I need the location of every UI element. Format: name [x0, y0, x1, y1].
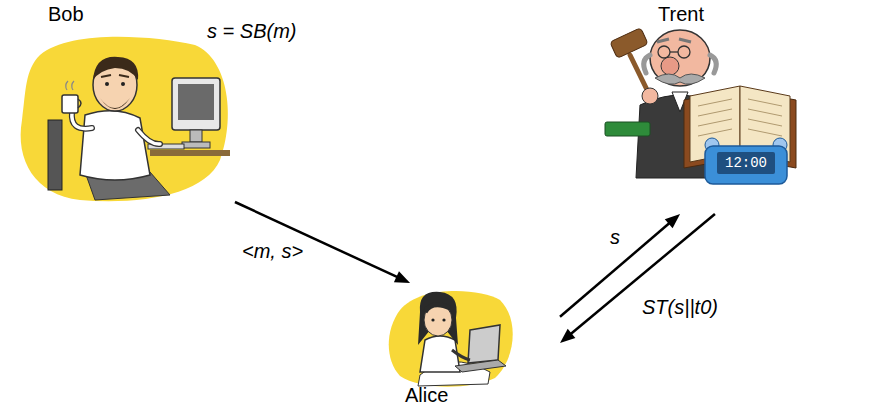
- character-name: Alice: [405, 384, 448, 406]
- character-node: Trent: [595, 2, 800, 214]
- arrow-line: [235, 202, 399, 278]
- character-node: Alice: [380, 283, 560, 408]
- edge-label: s: [608, 226, 622, 248]
- message-arrow: [560, 214, 715, 343]
- character-name: Trent: [658, 3, 704, 25]
- formula-label: s = SB(m): [205, 20, 298, 42]
- trent-figure: [605, 28, 796, 184]
- message-arrow: [235, 202, 410, 283]
- arrowhead: [560, 329, 575, 343]
- alice-figure: [389, 291, 513, 387]
- character-name: Bob: [48, 3, 84, 25]
- arrowhead: [394, 271, 410, 283]
- bob-figure: [21, 37, 230, 201]
- edge-label: ST(s||t0): [640, 296, 720, 318]
- arrowhead: [665, 214, 680, 228]
- clock-display: 12:00: [717, 152, 775, 174]
- edge-label: <m, s>: [240, 240, 305, 262]
